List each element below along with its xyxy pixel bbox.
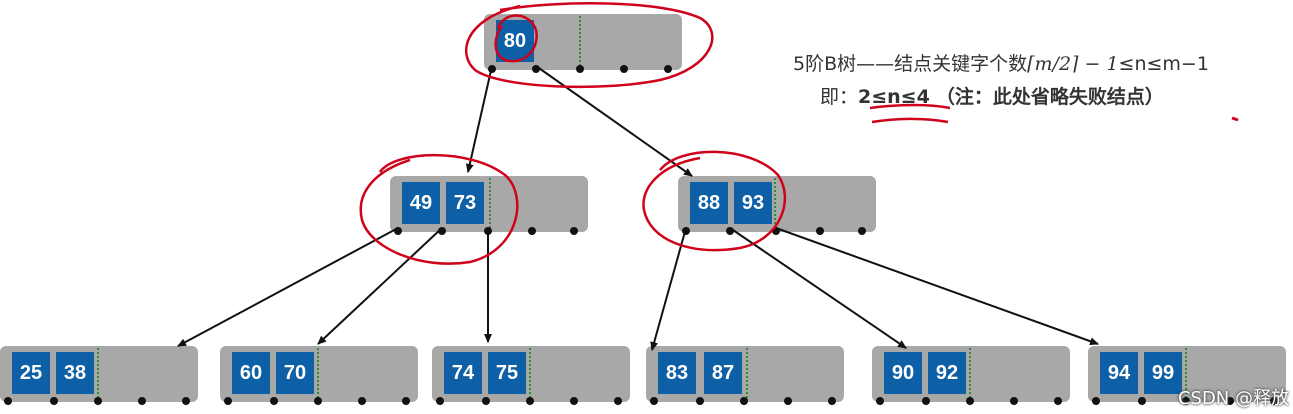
key-leaf-4-0: 90 [884, 352, 922, 394]
key-l1b-1: 93 [734, 182, 772, 224]
pointer-dot [1010, 397, 1018, 405]
leaf-node: 25 38 [0, 346, 198, 405]
pointer-dot [528, 227, 536, 235]
pointer-dot [402, 397, 410, 405]
pointer-dot [1054, 397, 1062, 405]
key-leaf-0-0: 25 [12, 352, 50, 394]
pointer-dot [858, 227, 866, 235]
red-dot-mark [1231, 116, 1239, 122]
key-separator [746, 348, 748, 398]
red-circle-root [465, 2, 714, 89]
key-l1a-0: 49 [402, 182, 440, 224]
edge-l1b-leaf5 [775, 227, 1099, 346]
pointer-dot [314, 397, 322, 405]
range-rule-text: 即：2≤n≤4 （注：此处省略失败结点） [820, 82, 1164, 109]
leaf-node: 94 99 [1088, 346, 1286, 405]
pointer-dot [182, 397, 190, 405]
leaf-node: 90 92 [872, 346, 1070, 405]
key-separator [489, 178, 491, 228]
key-separator [529, 348, 531, 398]
pointer-dot [436, 397, 444, 405]
pointer-dot [438, 227, 446, 235]
pointer-dot [772, 227, 780, 235]
pointer-dot [1226, 397, 1234, 405]
pointer-dot [828, 397, 836, 405]
key-l1b-0: 88 [690, 182, 728, 224]
red-circle-left-node [359, 153, 519, 265]
pointer-dot [570, 397, 578, 405]
pointer-dot [1138, 397, 1146, 405]
pointer-dot [740, 397, 748, 405]
pointer-dot [526, 397, 534, 405]
key-separator [579, 16, 581, 66]
key-separator [97, 348, 99, 398]
key-leaf-5-0: 94 [1100, 352, 1138, 394]
internal-node-right: 88 93 [678, 176, 876, 235]
pointer-dot [1270, 397, 1278, 405]
range-value: 2≤n≤4 [858, 86, 930, 108]
order-rule-text: 5阶B树——结点关键字个数⌈m/2⌉ − 1≤n≤m−1 [793, 49, 1209, 76]
key-leaf-5-1: 99 [1144, 352, 1182, 394]
pointer-dot [966, 397, 974, 405]
key-leaf-2-1: 75 [488, 352, 526, 394]
pointer-dot [4, 397, 12, 405]
edge-l1a-leaf0 [177, 227, 399, 347]
key-l1a-1: 73 [446, 182, 484, 224]
key-leaf-0-1: 38 [56, 352, 94, 394]
pointer-dot [816, 227, 824, 235]
edge-l1a-leaf1 [317, 227, 443, 345]
key-leaf-2-0: 74 [444, 352, 482, 394]
key-separator [969, 348, 971, 398]
pointer-dot [270, 397, 278, 405]
watermark: CSDN @释放 [1177, 388, 1289, 409]
red-underline-2 [871, 117, 949, 124]
range-note: （注：此处省略失败结点） [935, 86, 1164, 108]
edge-root-right [535, 65, 693, 177]
pointer-dot [664, 65, 672, 73]
edge-l1b-leaf3 [650, 227, 687, 351]
internal-node-left: 49 73 [390, 176, 588, 235]
key-leaf-1-1: 70 [276, 352, 314, 394]
pointer-dot [576, 65, 584, 73]
pointer-dot [224, 397, 232, 405]
leaf-node: 83 87 [646, 346, 844, 405]
pointer-dot [94, 397, 102, 405]
order-rule-expression: ⌈m/2⌉ − 1 [1027, 53, 1119, 75]
pointer-dot [1092, 397, 1100, 405]
pointer-dot [482, 397, 490, 405]
pointer-dot [784, 397, 792, 405]
order-rule-suffix: ≤n≤m−1 [1118, 53, 1209, 75]
pointer-dot [394, 227, 402, 235]
pointer-dot [696, 397, 704, 405]
pointer-dot [614, 397, 622, 405]
key-leaf-3-1: 87 [704, 352, 742, 394]
leaf-node: 60 70 [220, 346, 418, 405]
pointer-dot [138, 397, 146, 405]
red-circle-right-node [642, 150, 787, 252]
edge-l1b-leaf4 [729, 227, 907, 349]
key-leaf-3-0: 83 [658, 352, 696, 394]
pointer-dot [620, 65, 628, 73]
pointer-dot [650, 397, 658, 405]
red-underline-1 [869, 103, 951, 110]
order-rule-prefix: 5阶B树——结点关键字个数 [793, 53, 1028, 75]
pointer-dot [358, 397, 366, 405]
pointer-dot [1182, 397, 1190, 405]
pointer-dot [922, 397, 930, 405]
pointer-dot [50, 397, 58, 405]
pointer-dot [532, 65, 540, 73]
key-separator [317, 348, 319, 398]
key-separator [1185, 348, 1187, 398]
pointer-dot [570, 227, 578, 235]
range-prefix: 即： [820, 86, 859, 108]
edge-root-left [465, 65, 493, 173]
key-leaf-1-0: 60 [232, 352, 270, 394]
pointer-dot [876, 397, 884, 405]
key-separator [774, 178, 776, 228]
leaf-node: 74 75 [432, 346, 630, 405]
key-leaf-4-1: 92 [928, 352, 966, 394]
red-circle-key-80 [494, 14, 538, 63]
pointer-dot [726, 227, 734, 235]
